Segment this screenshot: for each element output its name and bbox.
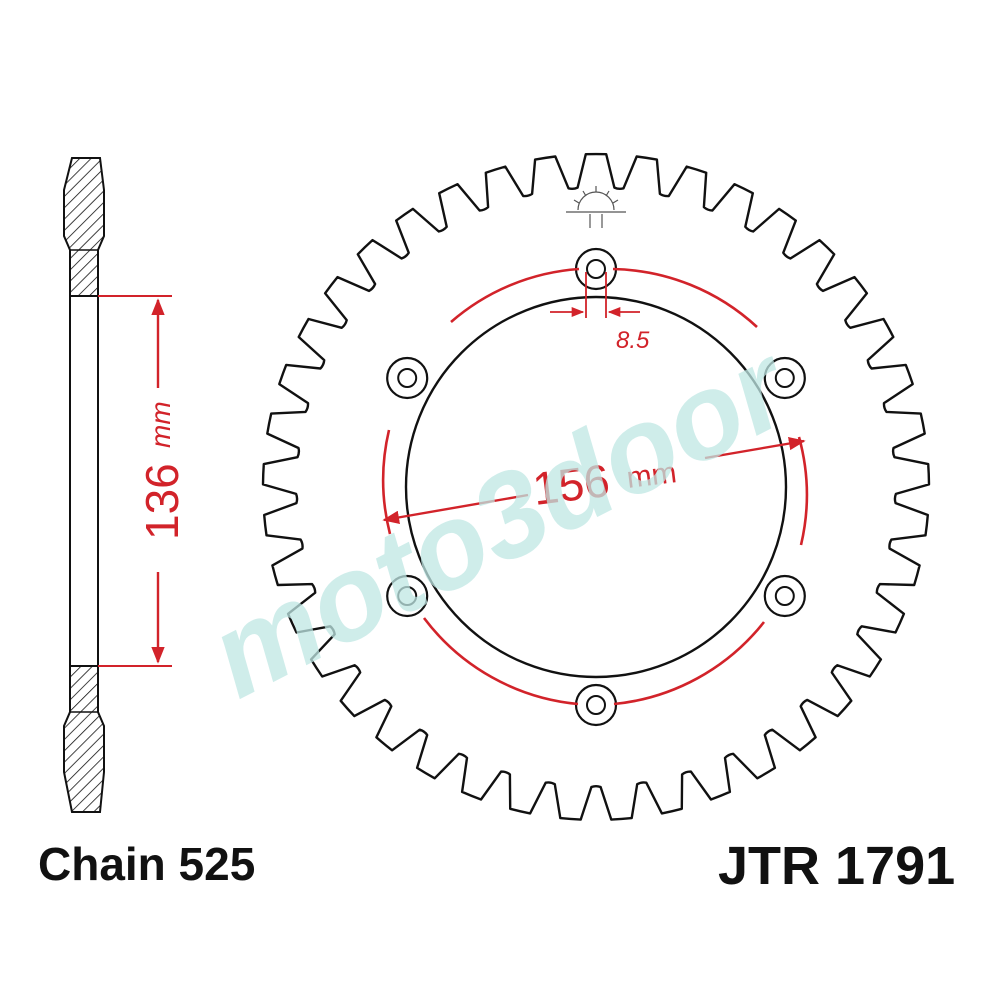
bolt-hole — [574, 683, 618, 727]
bolt-hole-dimension: 8.5 — [550, 272, 650, 354]
part-number-label: JTR 1791 — [718, 836, 955, 896]
sprocket-front-view: 156 mm 8.5 — [261, 152, 931, 821]
bolt-circle-dimension: 156 mm — [382, 436, 806, 525]
bolt-hole — [574, 247, 618, 291]
profile-bottom-section — [63, 665, 105, 813]
bolt-circle — [381, 267, 809, 706]
bolt-hole-size: 8.5 — [616, 327, 650, 354]
profile-top-section — [63, 157, 105, 297]
hub-height-unit: mm — [145, 401, 176, 448]
hub-height-value: 136 — [136, 463, 188, 540]
bolt-hole — [386, 356, 429, 400]
sun-mark-icon — [566, 186, 626, 228]
profile-hub — [69, 295, 99, 667]
bolt-hole — [763, 574, 806, 618]
center-bore — [404, 295, 788, 679]
hub-height-dimension: 136 mm — [98, 295, 188, 667]
bolt-circle-unit: mm — [625, 456, 679, 495]
bolt-hole — [763, 356, 806, 400]
side-profile-view: 136 mm — [63, 157, 188, 813]
chain-label: Chain 525 — [38, 838, 255, 890]
bolt-hole — [386, 574, 429, 618]
bolt-circle-value: 156 — [530, 454, 613, 515]
